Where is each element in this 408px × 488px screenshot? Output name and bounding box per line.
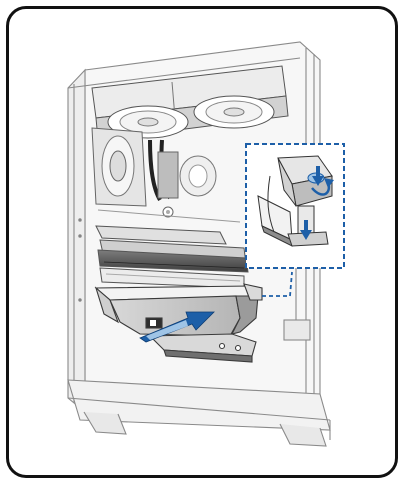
detail-callout bbox=[245, 143, 345, 269]
cpu-pump-block bbox=[157, 151, 179, 199]
rotate-arrow-icon bbox=[311, 178, 334, 196]
detail-mount bbox=[257, 155, 333, 247]
gpu-holder-bracket bbox=[94, 283, 263, 363]
chassis-foot-left bbox=[83, 411, 127, 435]
arrow-down-icon bbox=[300, 220, 312, 240]
fan-icon bbox=[107, 105, 189, 139]
chassis-front-pillar bbox=[67, 68, 86, 414]
motherboard-and-gpu bbox=[95, 209, 249, 289]
chassis-basement bbox=[67, 379, 331, 431]
arrow-down-icon bbox=[312, 166, 324, 186]
fan-icon bbox=[193, 95, 275, 129]
gpu-body bbox=[95, 225, 227, 245]
rear-fan-and-cooler bbox=[91, 127, 217, 218]
chassis-foot-right bbox=[279, 423, 327, 447]
holder-front-face bbox=[94, 286, 120, 324]
arrow-right-icon bbox=[139, 311, 215, 343]
callout-leader-line bbox=[262, 271, 293, 297]
radiator-assembly bbox=[91, 65, 289, 141]
